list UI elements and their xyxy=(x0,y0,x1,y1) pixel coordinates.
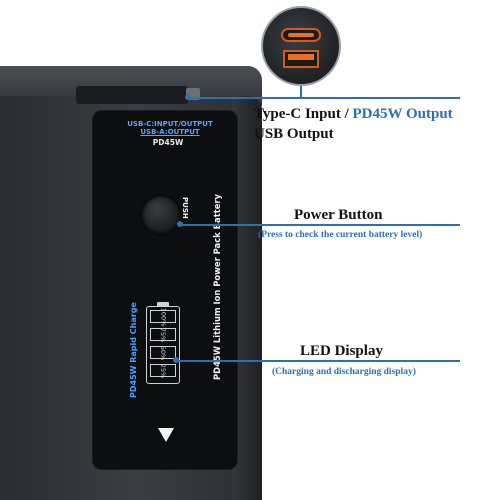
ports-callout-title: Type-C Input / PD45W Output xyxy=(254,106,453,122)
pd-label: PD45W xyxy=(152,138,184,147)
power-callout-subtitle: (Press to check the current battery leve… xyxy=(258,230,423,240)
triangle-down-icon xyxy=(158,428,174,442)
led-callout-title: LED Display xyxy=(300,343,383,359)
port-spec-line1: USB-C:INPUT/OUTPUT xyxy=(127,120,213,128)
led-callout-line xyxy=(176,360,460,362)
led-level-50: 50% xyxy=(150,345,176,360)
battery-level-icon-cap xyxy=(157,302,169,306)
led-level-100: 100% xyxy=(150,307,176,326)
ports-callout-dot xyxy=(185,94,191,100)
led-level-25: 25% xyxy=(150,363,176,378)
port-spec-label: USB-C:INPUT/OUTPUT USB-A:OUTPUT xyxy=(118,120,222,136)
top-port-slot xyxy=(76,86,188,104)
port-closeup xyxy=(261,6,341,86)
led-callout-dot xyxy=(173,357,179,363)
power-button[interactable] xyxy=(142,196,180,234)
battery-level-icon xyxy=(146,306,180,384)
usb-c-port-inner xyxy=(288,33,314,37)
rapid-charge-label: PD45W Rapid Charge xyxy=(129,302,138,398)
power-callout-title: Power Button xyxy=(294,207,383,223)
usb-a-port-inner xyxy=(288,54,314,60)
front-panel xyxy=(92,110,238,470)
battery-model-label: PD45W Lithium Ion Power Pack Battery xyxy=(212,194,222,380)
power-callout-dot xyxy=(177,221,183,227)
inset-connector-line xyxy=(300,86,302,97)
ports-callout-line2: USB Output xyxy=(254,126,334,142)
ports-callout-line xyxy=(188,97,460,99)
led-callout-subtitle: (Charging and discharging display) xyxy=(272,367,416,377)
port-spec-line2: USB-A:OUTPUT xyxy=(140,128,200,136)
power-callout-line xyxy=(180,224,460,226)
led-level-75: 75% xyxy=(150,327,176,342)
